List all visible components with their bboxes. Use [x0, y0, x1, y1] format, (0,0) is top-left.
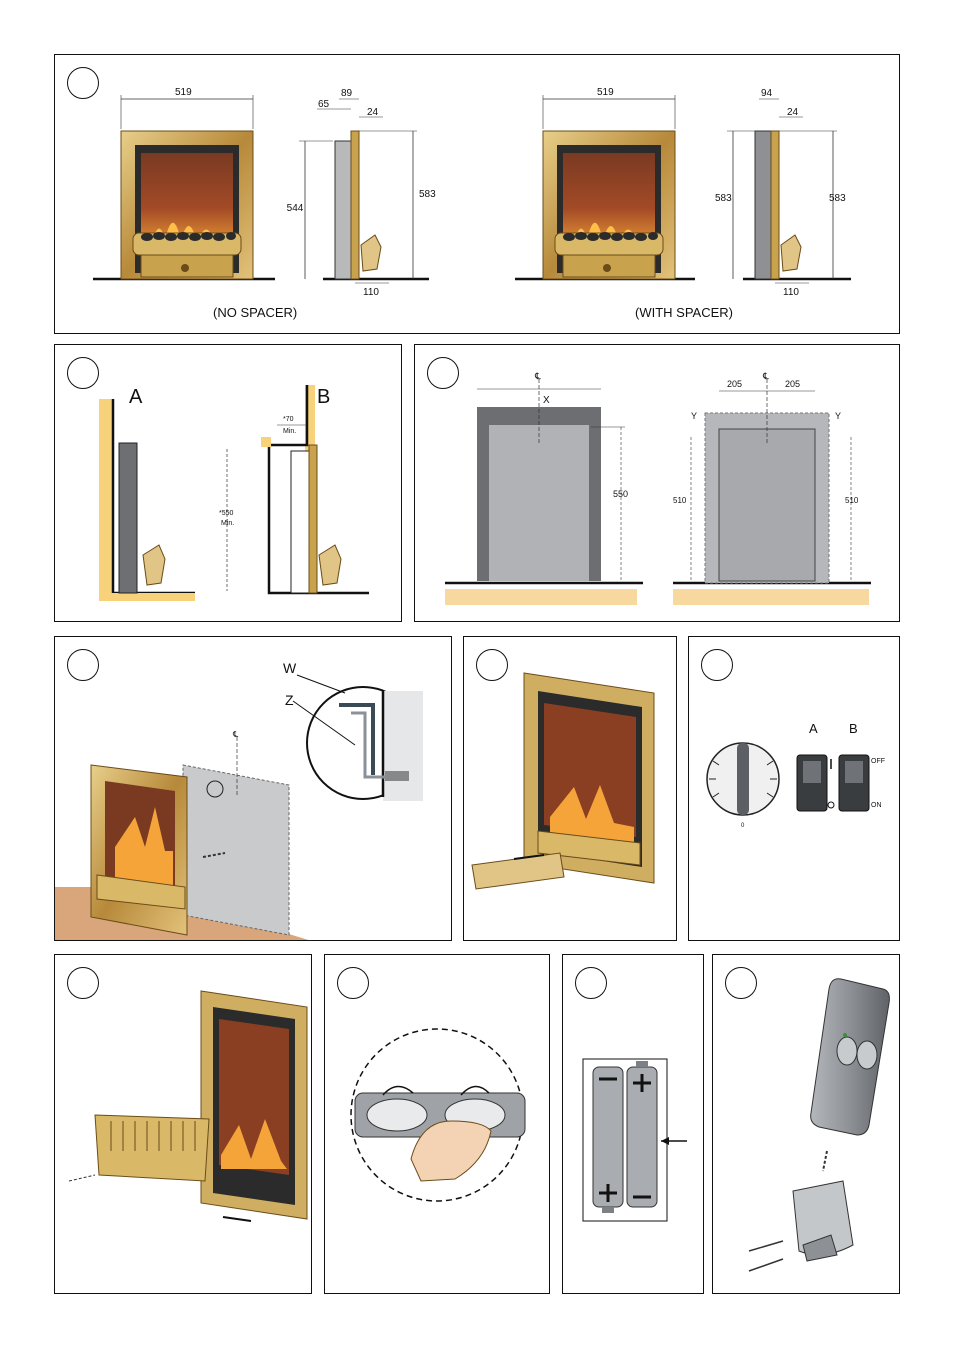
step-badge [575, 967, 607, 999]
option-a-drawing [99, 399, 195, 601]
centerline-symbol-right: ℄ [762, 371, 769, 381]
back-height-label-left: 544 [287, 203, 304, 214]
panel-batteries [562, 954, 704, 1294]
option-a-label: A [129, 386, 143, 408]
fireplace-angled [90, 764, 188, 936]
battery-right [626, 1061, 658, 1208]
remote-control [810, 978, 890, 1136]
spacing-right-label: 205 [785, 379, 800, 389]
switch-b[interactable] [838, 754, 870, 812]
option-b-drawing [226, 385, 369, 595]
controls-diagram: 0 A B OFF ON [706, 721, 885, 829]
fireplace-side-right: 94 24 583 583 110 [715, 88, 851, 298]
step-badge [701, 649, 733, 681]
front-depth-label-left: 24 [367, 107, 379, 118]
centerline-symbol-left: ℄ [534, 371, 541, 381]
panel-remote-holder [712, 954, 900, 1294]
step-badge [427, 357, 459, 389]
wall-opening-right: ℄ 205 205 Y Y 510 510 [673, 371, 871, 605]
step-badge [725, 967, 757, 999]
height-510-right: 510 [845, 496, 859, 505]
panel-controls: 0 A B OFF ON [688, 636, 900, 941]
min-gap-value: *70 [283, 416, 294, 423]
height-550-label: 550 [613, 489, 628, 499]
switch-a[interactable] [796, 754, 828, 812]
base-depth-label-right: 110 [783, 287, 799, 298]
off-label: OFF [871, 758, 885, 765]
front-depth-label-right: 24 [787, 107, 799, 118]
wall-fixing-diagram: ℄ W Z [55, 660, 423, 940]
panel-wall-marking: ℄ X 550 ℄ 205 205 Y Y 510 510 [414, 344, 900, 622]
step-badge [67, 649, 99, 681]
option-b-label: B [317, 386, 330, 408]
step-badge [476, 649, 508, 681]
label-z: Z [285, 692, 294, 708]
wall-opening-left: ℄ X 550 [445, 371, 643, 605]
remove-fret-diagram [471, 672, 655, 890]
top-depth-label-right: 94 [761, 88, 773, 99]
switch-b-label: B [849, 721, 858, 736]
wall-bracket [792, 1180, 854, 1262]
back-depth-label-left: 65 [318, 99, 330, 110]
fireplace-side-left: 65 89 24 544 583 110 [287, 88, 436, 298]
fret-fixing-diagram [68, 990, 308, 1222]
panel-wall-fixing: ℄ W Z [54, 636, 452, 941]
step-badge [67, 67, 99, 99]
step-badge [67, 357, 99, 389]
panel-remove-fret [463, 636, 677, 941]
no-spacer-caption: (NO SPACER) [213, 305, 297, 320]
batteries-diagram [582, 1058, 687, 1222]
panel-dimensions: 519 65 89 24 544 583 110 (NO SPACER) [54, 54, 900, 334]
fireplace-front-right: 519 [515, 87, 695, 281]
fireplace-front-left: 519 [93, 87, 275, 281]
width-label-right: 519 [597, 87, 614, 98]
clearance-diagram: A B *70 Min. *550 Min. [99, 385, 369, 601]
panel-clearances: A B *70 Min. *550 Min. [54, 344, 402, 622]
on-label: ON [871, 802, 882, 809]
dial-zero: 0 [741, 823, 745, 829]
battery-cover-diagram [350, 1028, 526, 1202]
wall-marking-diagram: ℄ X 550 ℄ 205 205 Y Y 510 510 [445, 371, 871, 605]
battery-left [592, 1066, 624, 1213]
total-height-label-right: 583 [829, 193, 846, 204]
spacing-left-label: 205 [727, 379, 742, 389]
dimensions-diagram: 519 65 89 24 544 583 110 (NO SPACER) [93, 87, 851, 320]
total-height-label-left: 583 [419, 189, 436, 200]
thermostat-dial [706, 742, 780, 816]
height-510-left: 510 [673, 496, 687, 505]
step-badge [67, 967, 99, 999]
detail-magnifier [306, 686, 423, 801]
top-depth-label-left: 89 [341, 88, 353, 99]
label-w: W [283, 660, 297, 676]
min-height-value: *550 [219, 510, 234, 517]
mark-y-left: Y [691, 411, 697, 421]
panel-battery-cover [324, 954, 550, 1294]
switch-a-label: A [809, 721, 818, 736]
width-label-left: 519 [175, 87, 192, 98]
step-badge [337, 967, 369, 999]
panel-fret-fixing [54, 954, 312, 1294]
mark-y-right: Y [835, 411, 841, 421]
min-gap-unit: Min. [283, 428, 296, 435]
back-height-label-right: 583 [715, 193, 732, 204]
centerline-symbol: ℄ [232, 730, 239, 739]
mark-x-label: X [543, 395, 550, 406]
base-depth-label-left: 110 [363, 287, 379, 298]
min-height-unit: Min. [221, 520, 234, 527]
remote-holder-diagram [748, 978, 890, 1272]
with-spacer-caption: (WITH SPACER) [635, 305, 733, 320]
